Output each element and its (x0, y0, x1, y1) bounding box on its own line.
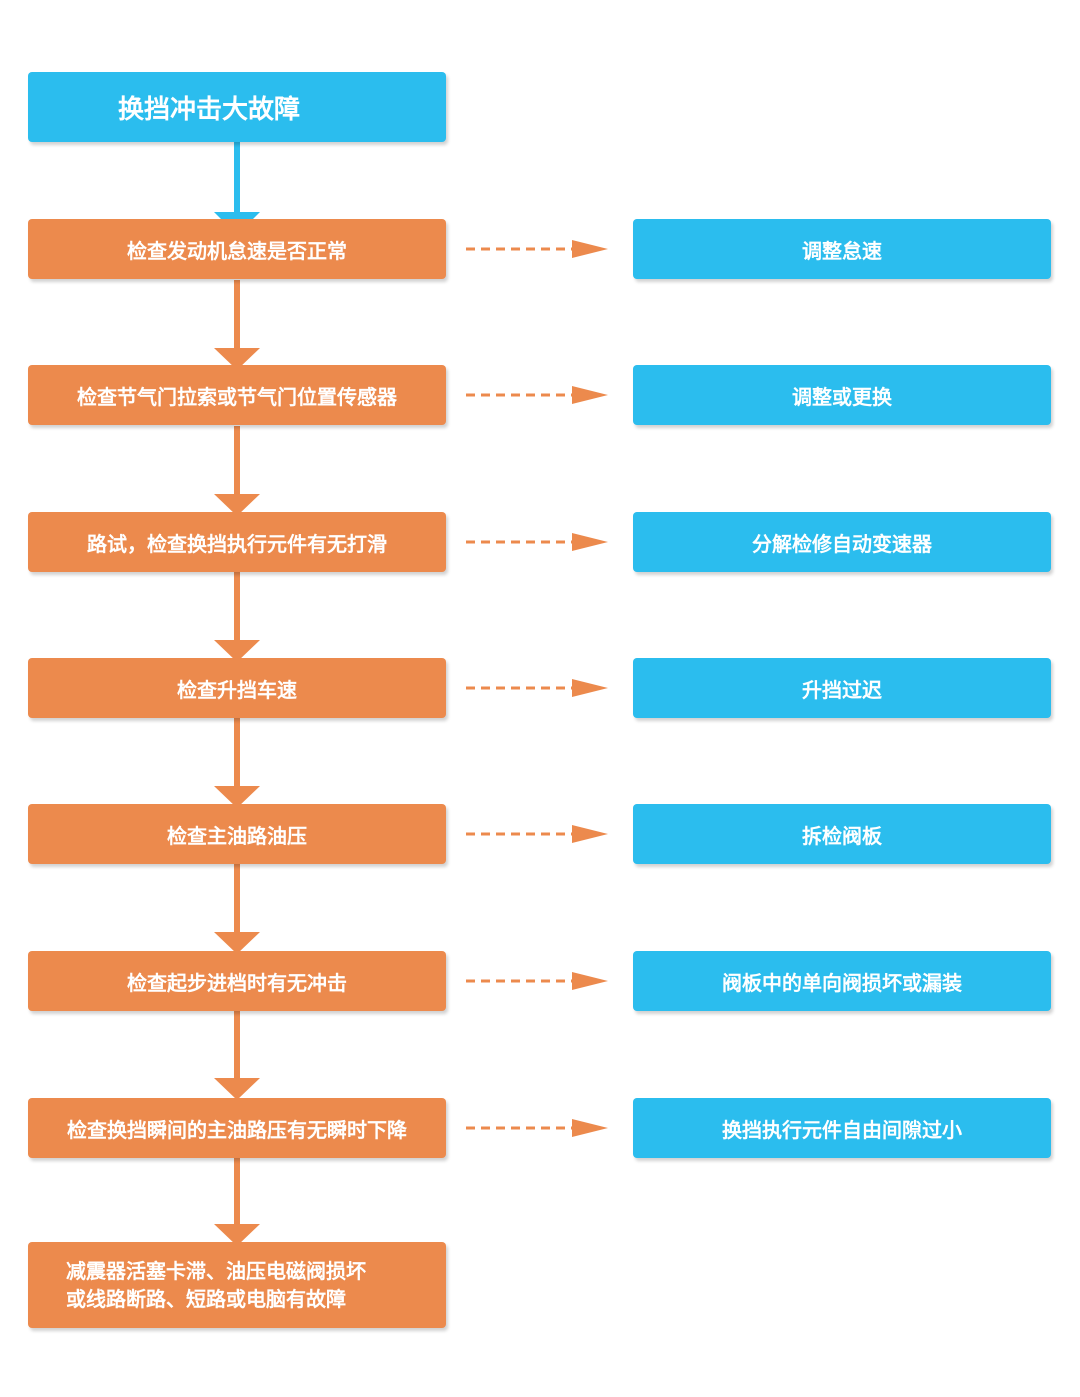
result-label: 分解检修自动变速器 (752, 531, 932, 556)
check-step-3: 检查升挡车速 (28, 658, 446, 718)
result-box-5: 阀板中的单向阀损坏或漏装 (633, 951, 1051, 1011)
check-step-label: 检查主油路油压 (167, 823, 307, 848)
final-cause-line-2: 或线路断路、短路或电脑有故障 (66, 1287, 346, 1311)
check-step-1: 检查节气门拉索或节气门位置传感器 (28, 365, 446, 425)
check-step-label: 检查起步进档时有无冲击 (127, 970, 347, 995)
result-label: 升挡过迟 (802, 677, 882, 702)
result-label: 调整或更换 (792, 384, 892, 409)
dashed-arrow-0 (466, 240, 608, 258)
check-step-label: 检查节气门拉索或节气门位置传感器 (77, 384, 397, 409)
result-label: 换挡执行元件自由间隙过小 (722, 1117, 962, 1142)
dashed-arrow-4 (466, 825, 608, 843)
result-box-6: 换挡执行元件自由间隙过小 (633, 1098, 1051, 1158)
dashed-arrow-3 (466, 679, 608, 697)
result-box-3: 升挡过迟 (633, 658, 1051, 718)
flow-arrow-7 (214, 1158, 260, 1246)
check-step-6: 检查换挡瞬间的主油路压有无瞬时下降 (28, 1098, 446, 1158)
flow-arrow-3 (214, 572, 260, 662)
check-step-label: 路试，检查换挡执行元件有无打滑 (87, 531, 387, 556)
flow-arrow-5 (214, 864, 260, 954)
flow-arrow-4 (214, 718, 260, 808)
final-cause-line-1: 减震器活塞卡滞、油压电磁阀损坏 (66, 1259, 366, 1283)
result-label: 拆检阀板 (802, 823, 882, 848)
dashed-arrow-2 (466, 533, 608, 551)
final-cause-box: 减震器活塞卡滞、油压电磁阀损坏 或线路断路、短路或电脑有故障 (28, 1242, 446, 1328)
check-step-2: 路试，检查换挡执行元件有无打滑 (28, 512, 446, 572)
dashed-arrow-1 (466, 386, 608, 404)
flowchart-title: 换挡冲击大故障 (118, 94, 301, 125)
dashed-arrow-6 (466, 1119, 608, 1137)
check-step-5: 检查起步进档时有无冲击 (28, 951, 446, 1011)
dashed-arrow-5 (466, 972, 608, 990)
check-step-label: 检查升挡车速 (177, 677, 297, 702)
check-step-0: 检查发动机怠速是否正常 (28, 219, 446, 279)
check-step-label: 检查换挡瞬间的主油路压有无瞬时下降 (67, 1117, 407, 1142)
result-box-4: 拆检阀板 (633, 804, 1051, 864)
result-label: 阀板中的单向阀损坏或漏装 (722, 970, 962, 995)
check-step-label: 检查发动机怠速是否正常 (127, 238, 347, 263)
result-box-1: 调整或更换 (633, 365, 1051, 425)
result-box-2: 分解检修自动变速器 (633, 512, 1051, 572)
result-label: 调整怠速 (802, 238, 882, 263)
flow-arrow-2 (214, 426, 260, 516)
flow-arrow-6 (214, 1010, 260, 1100)
flow-arrow-1 (214, 280, 260, 370)
flowchart-title-box: 换挡冲击大故障 (28, 72, 446, 142)
check-step-4: 检查主油路油压 (28, 804, 446, 864)
result-box-0: 调整怠速 (633, 219, 1051, 279)
